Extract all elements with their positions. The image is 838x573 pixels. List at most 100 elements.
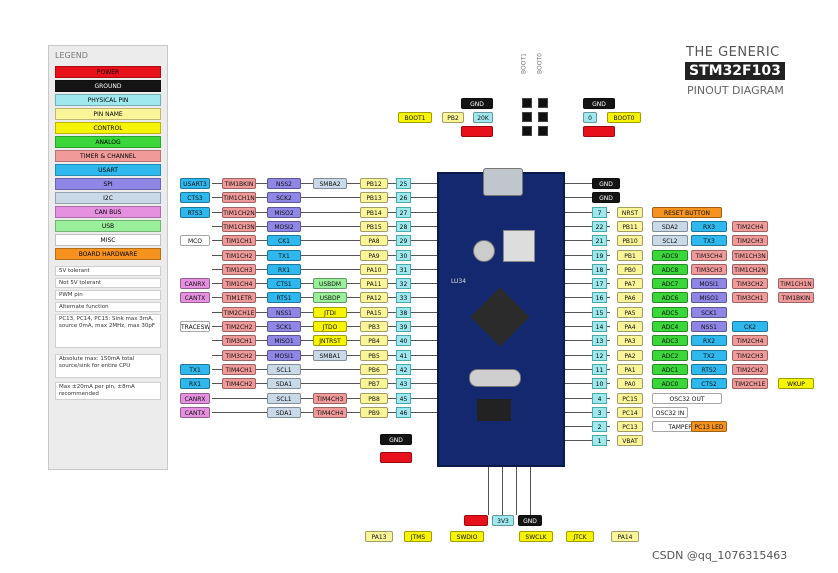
function-label: TIM4CH1: [222, 363, 256, 375]
swd-label: JTCK: [566, 531, 594, 542]
chip-label: LU34: [451, 278, 467, 285]
function-label: RX1: [180, 378, 210, 390]
physical-pin: 1: [592, 435, 607, 447]
pin-name: PA2: [617, 349, 643, 361]
legend-item: POWER: [55, 66, 161, 78]
function-label: SMBA1: [313, 349, 347, 361]
function-label: TIM2CH4: [732, 335, 768, 347]
physical-pin: 39: [396, 321, 411, 332]
pin-trace: [565, 240, 610, 242]
function-label: ADC8: [652, 263, 688, 275]
function-label: RX3: [691, 220, 727, 232]
physical-pin: 11: [592, 363, 607, 375]
function-label: TIM3CH1: [732, 292, 768, 304]
legend-title: LEGEND: [55, 51, 88, 60]
pin-trace: [565, 197, 610, 199]
boot1-resistor-label: 20K: [473, 112, 493, 123]
diagram-title-line2: STM32F103: [685, 62, 785, 80]
pin-name: PA10: [360, 263, 388, 275]
pin-name: PB4: [360, 335, 388, 347]
function-label: CANRX: [180, 392, 210, 404]
function-label: NSS1: [267, 306, 301, 318]
physical-pin: 25: [396, 178, 411, 189]
legend-note: Absolute max: 150mA total source/sink fo…: [55, 354, 161, 378]
pin-trace: [212, 368, 437, 370]
function-label: MOSI1: [691, 278, 727, 290]
pin-name: PB3: [360, 321, 388, 332]
physical-pin: 45: [396, 392, 411, 404]
pin-trace: [565, 268, 610, 270]
pin-name: PB9: [360, 406, 388, 418]
boot0-label: BOOT0: [607, 112, 641, 123]
blue-pill-board: LU34: [437, 168, 565, 467]
physical-pin: 21: [592, 235, 607, 247]
usb-connector: [483, 168, 523, 196]
pin-trace: [212, 240, 437, 242]
swd-label: JTMS: [404, 531, 432, 542]
pin-name: PB12: [360, 178, 388, 189]
pin-trace: [565, 225, 610, 227]
function-label: OSC32 IN: [652, 406, 688, 418]
pin-name: PA7: [617, 278, 643, 290]
pin-name: PB11: [617, 220, 643, 232]
function-label: TIM3CH2: [732, 278, 768, 290]
function-label: JNTRST: [313, 335, 347, 347]
pin-trace: [565, 254, 610, 256]
function-label: TIM1CH2N: [732, 263, 768, 275]
physical-pin: 7: [592, 206, 607, 218]
function-label: TX1: [180, 363, 210, 375]
pin-trace: [565, 383, 610, 385]
physical-pin: 22: [592, 220, 607, 232]
legend-item: ANALOG: [55, 136, 161, 148]
function-label: JTDO: [313, 321, 347, 332]
pin-trace: [212, 225, 437, 227]
physical-pin: 46: [396, 406, 411, 418]
function-label: MISO1: [267, 335, 301, 347]
physical-pin: 14: [592, 321, 607, 332]
function-label: PC13 LED: [691, 421, 727, 433]
function-label: TIM2CH4: [732, 220, 768, 232]
ldo-regulator: [477, 399, 511, 421]
function-label: TIM3CH1: [222, 335, 256, 347]
diagram-title-line3: PINOUT DIAGRAM: [687, 84, 784, 97]
pin-trace: [565, 426, 610, 428]
function-label: ADC6: [652, 292, 688, 304]
function-label: TIM1CH1N: [222, 192, 256, 204]
pin-trace: [565, 311, 610, 313]
pin-name: PA8: [360, 235, 388, 247]
function-label: TIM1CH2N: [222, 206, 256, 218]
physical-pin: 41: [396, 349, 411, 361]
physical-pin: 17: [592, 278, 607, 290]
function-label: TIM4CH4: [313, 406, 347, 418]
physical-pin: 43: [396, 378, 411, 390]
function-label: MISO2: [267, 206, 301, 218]
jumper-pin: [522, 98, 532, 108]
crystal-2: [469, 369, 521, 387]
function-label: ADC1: [652, 363, 688, 375]
function-label: ADC2: [652, 349, 688, 361]
function-label: CK1: [267, 235, 301, 247]
physical-pin: 33: [396, 292, 411, 304]
pin-name: PC14: [617, 406, 643, 418]
function-label: RTS2: [691, 363, 727, 375]
pin-name: PB5: [360, 349, 388, 361]
pb2-label: PB2: [442, 112, 464, 123]
power-label: [583, 126, 615, 137]
pin-name: PB7: [360, 378, 388, 390]
pin-name: PB15: [360, 220, 388, 232]
function-label: TIM4CH3: [313, 392, 347, 404]
legend-symbol: Not 5V tolerant: [55, 278, 161, 288]
pin-name: PB10: [617, 235, 643, 247]
legend-note: Max ±20mA per pin, ±8mA recommended: [55, 382, 161, 400]
function-label: MISO1: [691, 292, 727, 304]
pin-name: PA0: [617, 378, 643, 390]
function-label: TX1: [267, 249, 301, 261]
function-label: SCK2: [267, 192, 301, 204]
jumper-pin: [538, 98, 548, 108]
boot0-resistor-label: 0: [583, 112, 597, 123]
function-label: TIM1CH3N: [222, 220, 256, 232]
power-label: [464, 515, 488, 526]
legend-item: USART: [55, 164, 161, 176]
pin-name: VBAT: [617, 435, 643, 447]
